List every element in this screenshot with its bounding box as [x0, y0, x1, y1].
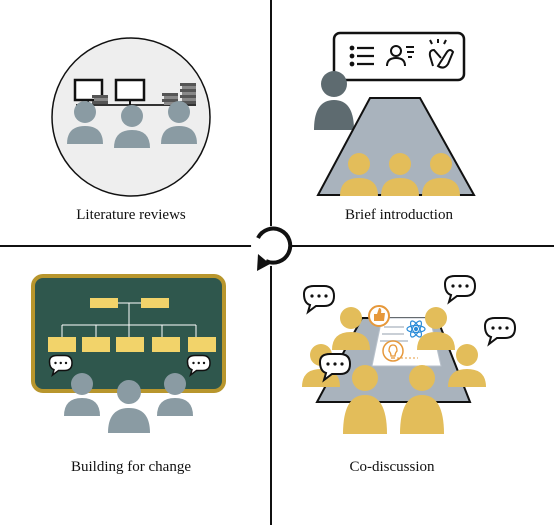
- book-stack-icon: [162, 93, 178, 105]
- monitor-icon: [114, 78, 146, 105]
- participant-figure: [400, 365, 444, 434]
- clapping-hands-icon: [428, 39, 455, 69]
- label-literature-reviews: Literature reviews: [76, 207, 186, 223]
- building-for-change-illustration: [31, 274, 226, 433]
- speech-bubble-icon: [484, 317, 516, 345]
- thumbs-up-icon: [368, 305, 390, 327]
- org-chart: [48, 298, 216, 352]
- co-discussion-illustration: [302, 275, 516, 434]
- label-brief-introduction: Brief introduction: [345, 207, 453, 223]
- brief-introduction-illustration: [314, 31, 476, 196]
- team-member-figure: [108, 380, 150, 433]
- person-speaking-icon: [386, 45, 414, 67]
- speech-bubble-icon: [444, 275, 476, 303]
- atom-icon: [406, 320, 426, 338]
- label-building-for-change: Building for change: [71, 459, 191, 475]
- participant-figure: [343, 365, 387, 434]
- presenter-figure: [314, 71, 354, 130]
- cycle-arrow-icon: [251, 226, 293, 271]
- lightbulb-icon: [382, 340, 404, 362]
- book-stack-icon: [92, 95, 108, 104]
- list-icon: [349, 45, 374, 67]
- label-co-discussion: Co-discussion: [349, 459, 435, 475]
- literature-reviews-illustration: [51, 37, 211, 197]
- book-stack-icon: [180, 83, 196, 104]
- speech-bubble-icon: [303, 285, 335, 313]
